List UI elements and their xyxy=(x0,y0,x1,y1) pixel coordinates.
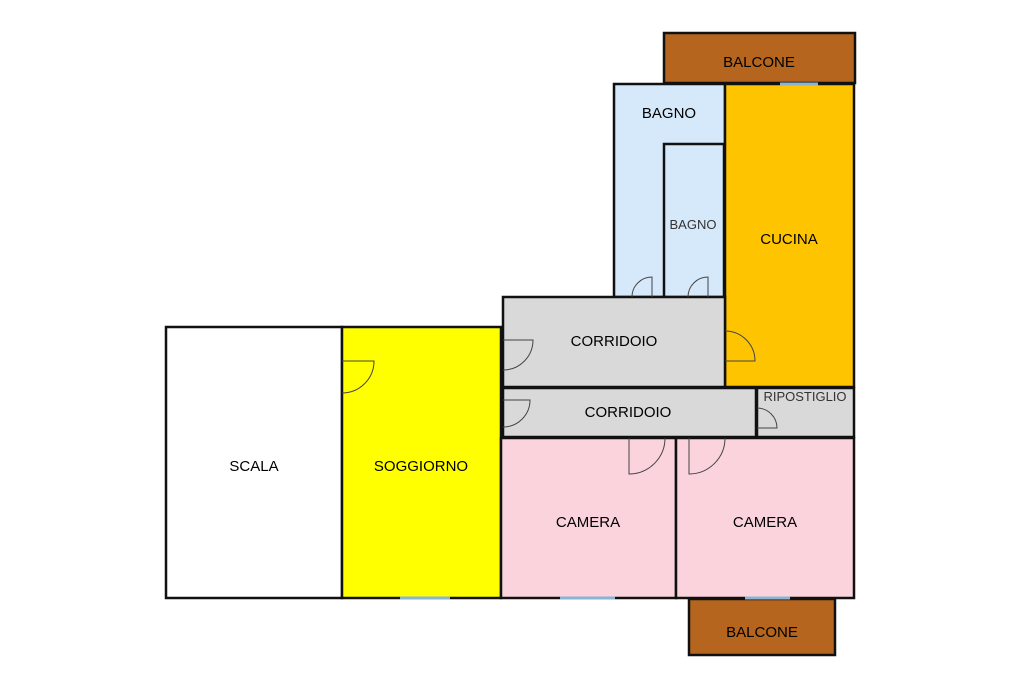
label-stairs: SCALA xyxy=(229,458,278,475)
balcony-bottom-area xyxy=(687,597,837,657)
label-balcony-top: BALCONE xyxy=(723,54,795,71)
label-corridor-2: CORRIDOIO xyxy=(585,404,672,421)
label-bedroom-1: CAMERA xyxy=(556,514,620,531)
label-corridor-1: CORRIDOIO xyxy=(571,333,658,350)
bedroom-1-area xyxy=(499,436,678,600)
door-kitchen xyxy=(724,330,756,362)
door-bath-2 xyxy=(687,276,709,298)
label-kitchen: CUCINA xyxy=(760,231,818,248)
label-bathroom-1: BAGNO xyxy=(642,105,696,122)
door-corridor-2-left xyxy=(502,399,531,428)
door-living xyxy=(341,360,375,394)
label-bedroom-2: CAMERA xyxy=(733,514,797,531)
bedroom-2-area xyxy=(674,436,856,600)
label-balcony-bottom: BALCONE xyxy=(726,624,798,641)
door-storage xyxy=(756,407,778,429)
label-living: SOGGIORNO xyxy=(374,458,468,475)
door-bedroom-1 xyxy=(628,437,666,475)
balcony-top-area xyxy=(662,31,857,85)
kitchen-area xyxy=(723,82,856,389)
label-storage: RIPOSTIGLIO xyxy=(763,389,846,404)
door-bath-1 xyxy=(631,276,653,298)
stairs-area xyxy=(164,325,344,600)
door-corridor-1-left xyxy=(502,339,534,371)
door-bedroom-2 xyxy=(688,437,726,475)
corridor-2-area xyxy=(501,386,758,439)
label-bathroom-2: BAGNO xyxy=(670,217,717,232)
